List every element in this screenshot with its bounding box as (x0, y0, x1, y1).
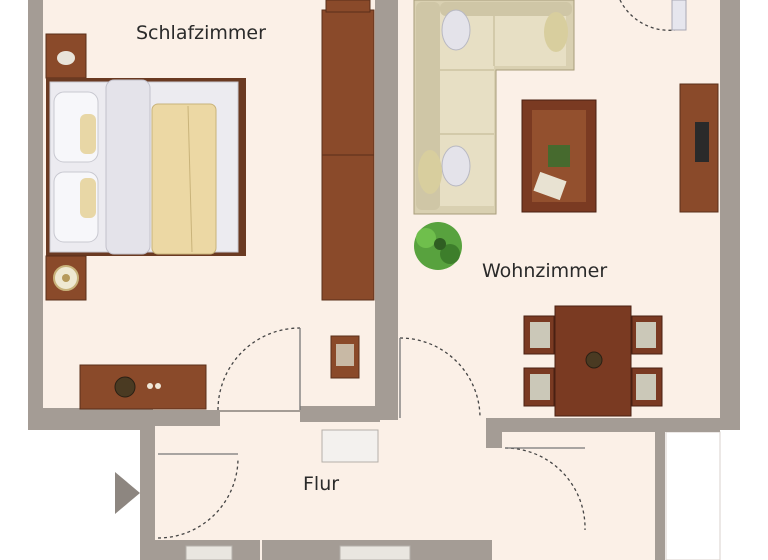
magazine-icon (533, 171, 567, 201)
cushion (418, 150, 442, 194)
radiator (321, 429, 379, 463)
room-label-living: Wohnzimmer (482, 260, 607, 282)
closet-chair (330, 335, 360, 379)
cushion (80, 114, 96, 154)
room-label-bedroom: Schlafzimmer (136, 22, 266, 44)
bedroom-furniture (45, 0, 375, 410)
balcony-area (665, 431, 721, 560)
cushion (80, 178, 96, 218)
cushion (441, 9, 471, 51)
entrance-arrow-icon (115, 472, 140, 514)
lamp-icon (57, 51, 75, 65)
duvet (105, 79, 151, 255)
plant-pot-icon (114, 376, 136, 398)
room-label-hall: Flur (303, 473, 339, 495)
cushion (441, 145, 471, 187)
inner-walls (28, 0, 720, 560)
hall-floor-right (493, 432, 655, 560)
door-swings (157, 0, 676, 539)
blanket (151, 103, 217, 255)
plant-icon (548, 145, 570, 167)
plant-icon (414, 222, 462, 270)
tv-icon (695, 122, 709, 162)
dining-table (554, 305, 632, 417)
shoe-rack (185, 545, 233, 560)
cushion (544, 12, 568, 52)
hall-furniture (185, 429, 411, 560)
living-furniture (413, 0, 719, 417)
vase-icon (585, 351, 603, 369)
dresser (79, 364, 207, 410)
